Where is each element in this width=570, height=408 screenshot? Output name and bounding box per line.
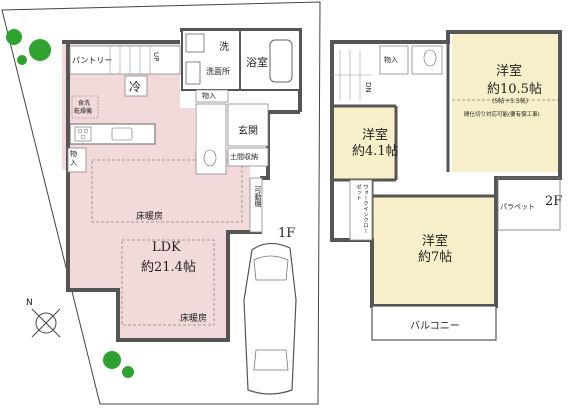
floor-heating-zone-1 [91, 159, 243, 223]
room-north [452, 32, 558, 172]
balcony [371, 305, 497, 341]
compass-icon [31, 308, 61, 338]
car-icon [243, 242, 297, 395]
tree-icon [6, 29, 134, 378]
room-south [372, 196, 496, 306]
floor-heating-zone-2 [121, 239, 215, 326]
room-west [332, 106, 396, 180]
